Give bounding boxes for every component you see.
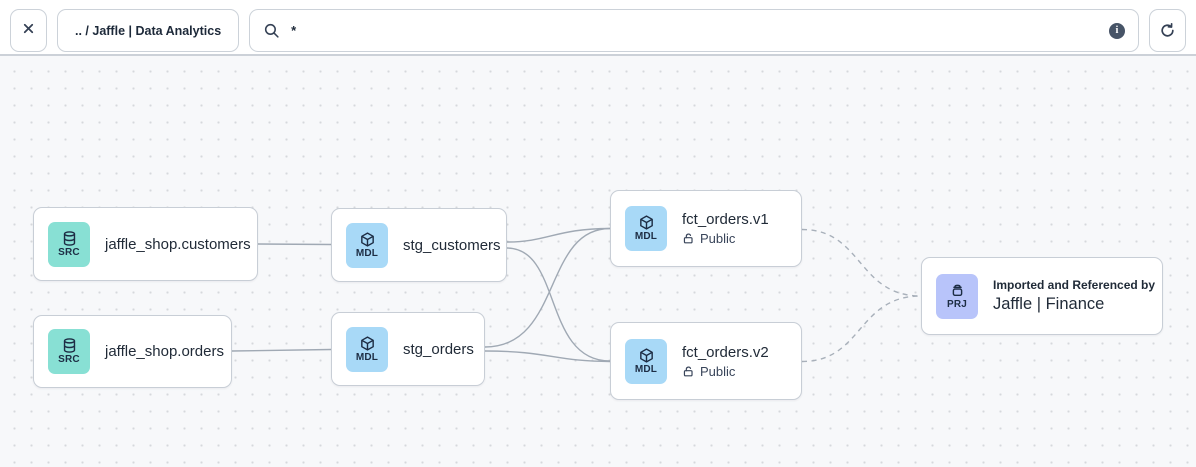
breadcrumb-label: .. / Jaffle | Data Analytics bbox=[75, 23, 222, 38]
close-button[interactable] bbox=[10, 9, 47, 52]
database-icon bbox=[61, 230, 78, 247]
edge-stg-customers-to-fct-v2 bbox=[506, 247, 611, 362]
unlocked-padlock-icon bbox=[682, 232, 695, 245]
cube-icon bbox=[359, 335, 376, 352]
search-input[interactable] bbox=[291, 23, 1098, 38]
close-icon bbox=[21, 21, 36, 41]
node-subtitle: Imported and Referenced by bbox=[993, 278, 1156, 292]
node-jaffle-shop-customers[interactable]: SRC jaffle_shop.customers bbox=[33, 207, 258, 281]
badge-label: MDL bbox=[634, 363, 658, 375]
info-icon[interactable]: i bbox=[1109, 22, 1125, 39]
database-icon bbox=[61, 337, 78, 354]
edge-layer bbox=[231, 227, 922, 363]
badge-label: PRJ bbox=[946, 298, 968, 310]
badge-label: SRC bbox=[58, 246, 80, 258]
node-title: jaffle_shop.orders bbox=[105, 343, 224, 360]
model-badge: MDL bbox=[346, 326, 388, 372]
cube-icon bbox=[359, 231, 376, 248]
node-title: stg_customers bbox=[403, 236, 501, 254]
node-stg-orders[interactable]: MDL stg_orders bbox=[331, 312, 485, 386]
refresh-button[interactable] bbox=[1149, 9, 1186, 52]
edge-stg-customers-to-fct-v1 bbox=[506, 227, 611, 243]
refresh-icon bbox=[1159, 22, 1176, 39]
model-badge: MDL bbox=[346, 222, 388, 268]
edge-stg-orders-to-fct-v2 bbox=[484, 350, 611, 363]
model-badge: MDL bbox=[625, 206, 667, 251]
node-title: stg_orders bbox=[403, 340, 474, 358]
edge-fct-v1-to-project bbox=[801, 228, 922, 297]
breadcrumb[interactable]: .. / Jaffle | Data Analytics bbox=[57, 9, 240, 52]
node-project-jaffle-finance[interactable]: PRJ Imported and Referenced by Jaffle | … bbox=[921, 257, 1163, 335]
project-badge: PRJ bbox=[936, 273, 978, 319]
access-label: Public bbox=[700, 231, 736, 246]
edge-fct-v2-to-project bbox=[801, 295, 922, 363]
badge-label: MDL bbox=[355, 247, 379, 259]
edge-stg-orders-to-fct-v1 bbox=[484, 227, 611, 348]
edge-customers-to-stg-customers bbox=[257, 243, 332, 246]
node-title: Jaffle | Finance bbox=[993, 295, 1105, 313]
lineage-canvas[interactable]: SRC jaffle_shop.customers SRC jaffle_sho… bbox=[0, 56, 1196, 467]
cube-icon bbox=[638, 347, 655, 364]
badge-label: MDL bbox=[634, 231, 658, 242]
cube-icon bbox=[638, 214, 655, 231]
search-box[interactable]: i bbox=[249, 9, 1139, 52]
node-fct-orders-v2[interactable]: MDL fct_orders.v2 Public bbox=[610, 322, 802, 400]
model-badge: MDL bbox=[625, 338, 667, 384]
source-badge: SRC bbox=[48, 329, 90, 374]
badge-label: MDL bbox=[355, 351, 379, 363]
badge-label: SRC bbox=[58, 354, 80, 365]
unlocked-padlock-icon bbox=[682, 365, 695, 378]
node-jaffle-shop-orders[interactable]: SRC jaffle_shop.orders bbox=[33, 315, 232, 388]
access-label: Public bbox=[700, 363, 736, 379]
node-title: jaffle_shop.customers bbox=[105, 235, 251, 253]
jar-icon bbox=[949, 282, 966, 299]
edge-orders-to-stg-orders bbox=[231, 348, 332, 352]
toolbar: .. / Jaffle | Data Analytics i bbox=[0, 0, 1196, 56]
search-icon bbox=[263, 22, 280, 39]
source-badge: SRC bbox=[48, 221, 90, 267]
node-fct-orders-v1[interactable]: MDL fct_orders.v1 Public bbox=[610, 190, 802, 267]
node-stg-customers[interactable]: MDL stg_customers bbox=[331, 208, 507, 282]
node-title: fct_orders.v2 bbox=[682, 343, 769, 361]
node-title: fct_orders.v1 bbox=[682, 211, 769, 228]
